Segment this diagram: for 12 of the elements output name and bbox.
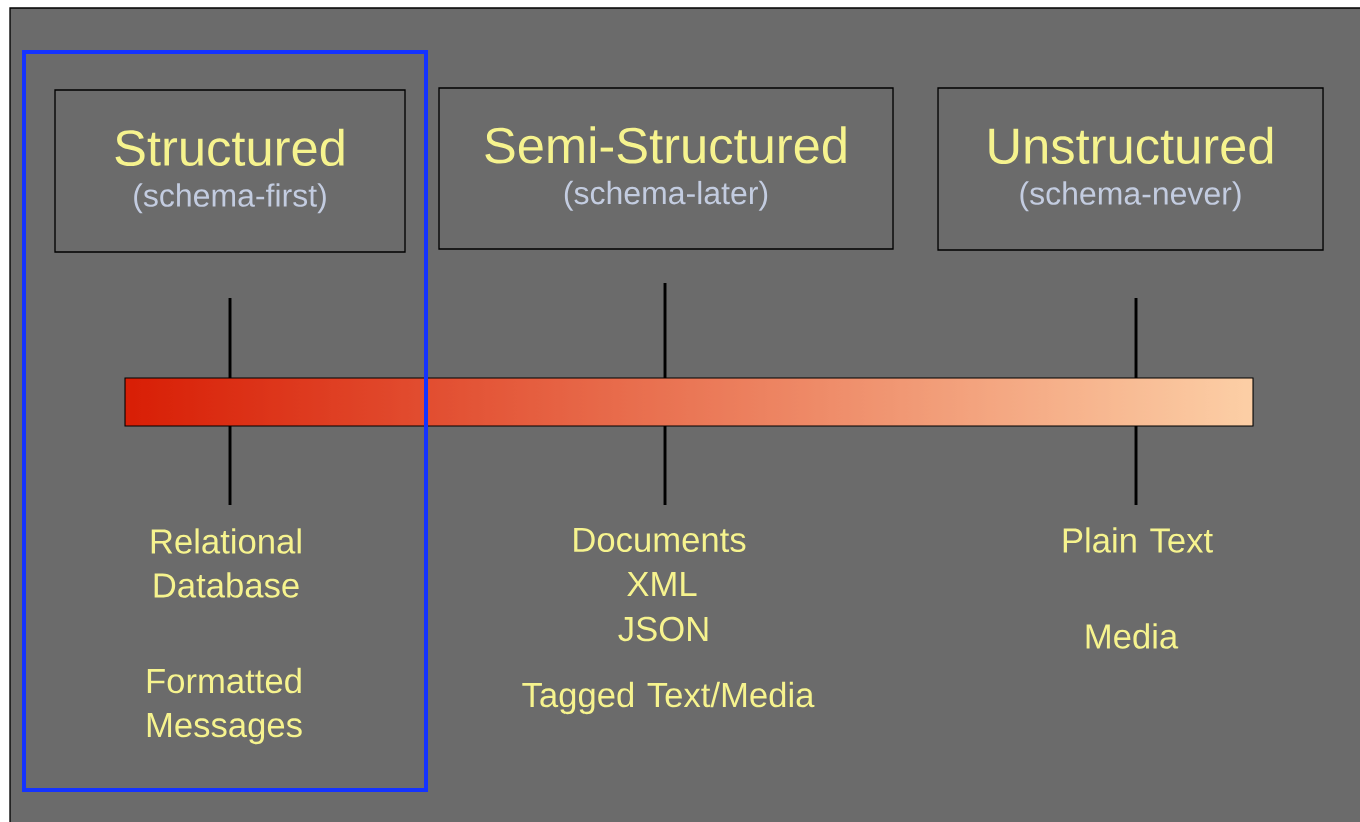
category-box: Structured (schema-first) xyxy=(54,89,406,253)
example-label: Formatted Messages xyxy=(147,667,302,745)
category-box: Unstructured (schema-never) xyxy=(937,87,1324,251)
example-label: Tagged Text/Media xyxy=(522,681,815,715)
example-label: Media xyxy=(1086,623,1179,649)
example-label: Plain Text xyxy=(1063,527,1213,553)
category-box: Semi-Structured (schema-later) xyxy=(438,87,894,250)
example-label: Documents xyxy=(574,527,746,553)
example-label: XML xyxy=(627,572,697,596)
highlight-frame xyxy=(22,50,428,792)
example-label: JSON xyxy=(618,616,708,642)
example-label: Relational Database xyxy=(151,528,301,598)
